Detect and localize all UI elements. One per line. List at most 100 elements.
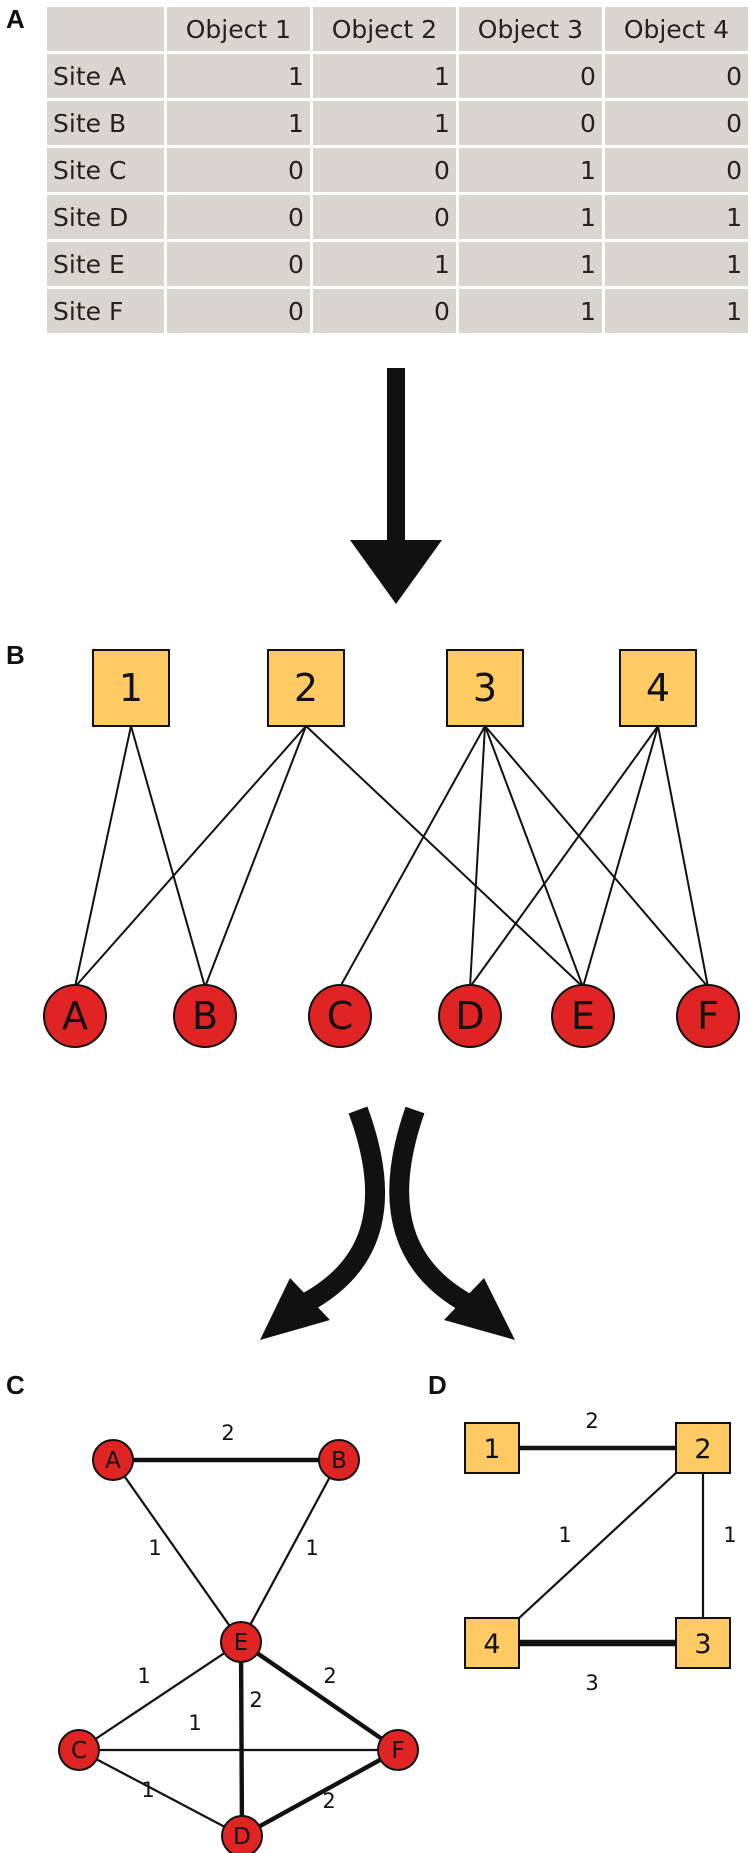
site-edge [78,1749,243,1837]
object-node-box [675,1617,731,1669]
site-node-B: B [173,984,237,1048]
row-label: Site C [44,145,167,195]
site-node-circle [173,984,237,1048]
site-network-node-B: B [318,1439,360,1481]
object-node-2: 2 [267,649,345,727]
table-cell: 1 [601,239,751,289]
site-node-circle [551,984,615,1048]
panel-label-c: C [6,1370,25,1400]
edge-weight-label: 1 [141,1778,154,1802]
edge-weight-label: 1 [723,1523,736,1547]
bipartite-link [469,725,659,988]
object-node-4: 4 [619,649,697,727]
site-node-label: A [105,1448,121,1474]
bipartite-nodes: 1 2 3 4A B C D E F [43,649,740,1048]
object-node-1: 1 [92,649,170,727]
object-edge [491,1447,704,1644]
site-node-label: E [571,994,595,1038]
object-node-label: 1 [483,1434,500,1465]
table-cell: 0 [163,192,313,242]
column-header: Object 1 [163,4,313,54]
table-cell: 1 [455,239,605,289]
site-node-circle [221,1815,263,1853]
site-edge [238,1641,245,1837]
table-cell: 0 [163,286,313,336]
object-node-3: 3 [446,649,524,727]
table-row: Site D 0 0 1 1 [44,192,751,242]
table-cell: 1 [455,145,605,195]
table-cell: 0 [309,192,459,242]
bipartite-link [204,725,307,988]
table-row: Site C 0 0 1 0 [44,145,751,195]
bipartite-link [74,725,307,988]
site-edge [239,1640,400,1752]
site-node-D: D [438,984,502,1048]
site-node-A: A [43,984,107,1048]
site-node-circle [58,1729,100,1771]
object-node-label: 4 [483,1629,500,1660]
site-node-C: C [308,984,372,1048]
edge-weight-label: 2 [585,1409,598,1433]
site-node-circle [308,984,372,1048]
row-label: Site F [44,286,167,336]
site-network-node-A: A [92,1439,134,1481]
table-cell: 0 [309,145,459,195]
site-node-label: F [391,1738,404,1764]
edge-weight-label: 2 [323,1664,336,1688]
table-cell: 1 [163,98,313,148]
table-cell: 0 [455,98,605,148]
site-edge [78,1641,242,1751]
object-node-box [619,649,697,727]
column-header: Object 4 [601,4,751,54]
site-node-circle [220,1621,262,1663]
bipartite-link [305,725,584,988]
object-node-label: 1 [119,666,143,710]
row-label: Site E [44,239,167,289]
site-node-E: E [551,984,615,1048]
site-node-label: C [71,1738,87,1764]
table-cell: 1 [455,286,605,336]
row-label: Site A [44,51,167,101]
table-cell: 0 [601,145,751,195]
object-node-label: 4 [646,666,670,710]
table-cell: 1 [309,239,459,289]
panel-label-d: D [428,1370,447,1400]
site-node-label: B [331,1448,347,1474]
object-node-label: 2 [294,666,318,710]
site-node-circle [92,1439,134,1481]
site-network-node-C: C [58,1729,100,1771]
table-cell: 1 [455,192,605,242]
site-node-label: F [697,994,719,1038]
site-network-node-E: E [220,1621,262,1663]
table-cell: 0 [163,145,313,195]
site-node-label: C [327,994,354,1038]
curved-arrow-right [389,1106,515,1340]
bipartite-link [130,725,206,988]
bipartite-links [74,725,709,988]
table-cell: 1 [309,98,459,148]
object-network-node-3: 3 [675,1617,731,1669]
object-node-label: 3 [694,1629,711,1660]
edge-weight-label: 1 [305,1536,318,1560]
bipartite-link [339,725,486,988]
object-network-node-4: 4 [464,1617,520,1669]
table-cell: 1 [601,286,751,336]
table-cell: 1 [163,51,313,101]
object-node-box [464,1617,520,1669]
table-row: Site A 1 1 0 0 [44,51,751,101]
table-cell: 0 [455,51,605,101]
site-node-circle [438,984,502,1048]
column-header: Object 2 [309,4,459,54]
column-header: Object 3 [455,4,605,54]
site-network-node-F: F [377,1729,419,1771]
object-network-node-2: 2 [675,1422,731,1474]
down-arrow [350,368,442,604]
site-node-circle [377,1729,419,1771]
table-cell: 0 [309,286,459,336]
object-network-edges [491,1445,705,1647]
site-edge [112,1459,242,1643]
panel-label-a: A [6,4,25,34]
